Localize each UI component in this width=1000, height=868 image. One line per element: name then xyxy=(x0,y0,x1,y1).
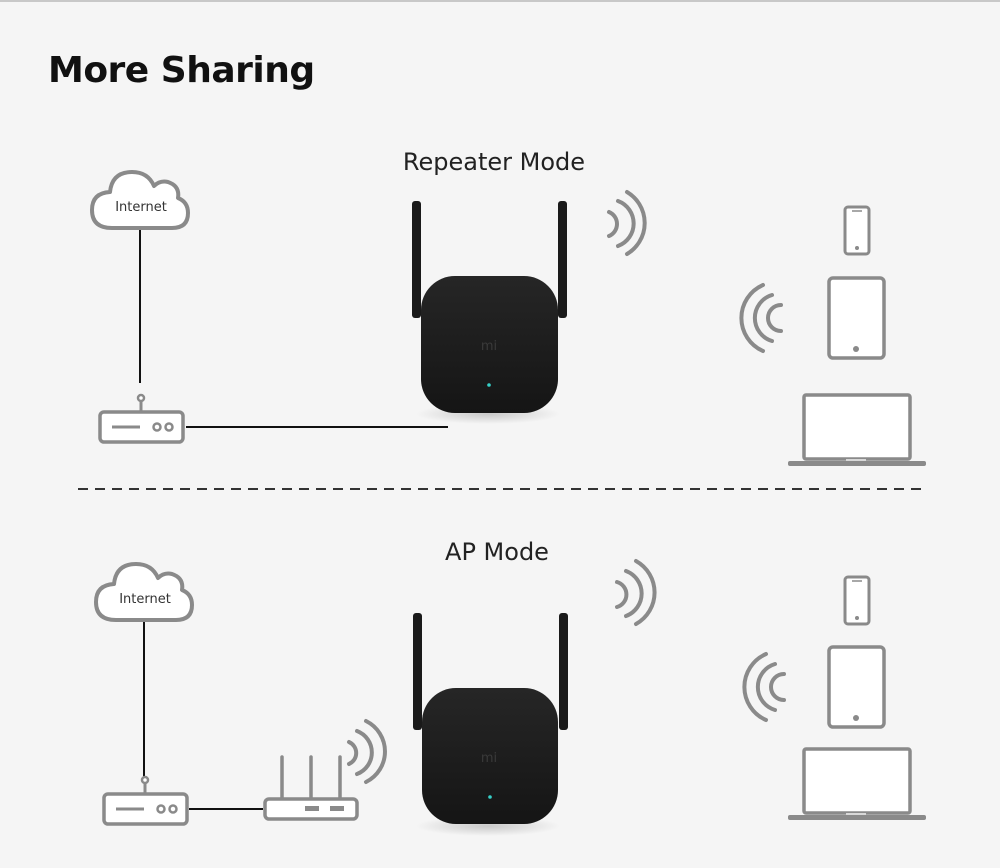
extender-device: mi xyxy=(413,613,568,836)
top-rule xyxy=(0,0,1000,2)
tablet-icon xyxy=(827,276,886,360)
wifi-waves-icon xyxy=(607,190,647,256)
ap-mode-section: Internet xyxy=(94,559,926,836)
cloud-label: Internet xyxy=(115,200,167,215)
extender-device: mi xyxy=(412,201,567,424)
cloud-icon: Internet xyxy=(90,170,190,230)
wifi-waves-icon xyxy=(742,652,786,722)
wifi-waves-icon xyxy=(347,719,387,784)
page-title: More Sharing xyxy=(48,50,315,91)
phone-icon xyxy=(843,205,871,256)
mi-logo: mi xyxy=(481,339,497,354)
repeater-mode-section: Internet mi xyxy=(90,170,926,466)
modem-icon xyxy=(102,775,189,826)
tablet-icon xyxy=(827,645,886,729)
wifi-waves-icon xyxy=(615,559,657,626)
modem-icon xyxy=(98,393,185,444)
cloud-label: Internet xyxy=(119,592,171,607)
status-led xyxy=(487,383,491,387)
repeater-mode-title: Repeater Mode xyxy=(402,148,586,176)
wifi-waves-icon xyxy=(739,283,783,353)
laptop-icon xyxy=(788,393,926,466)
phone-icon xyxy=(843,575,871,626)
router-icon xyxy=(263,755,359,821)
cloud-icon: Internet xyxy=(94,562,194,622)
status-led xyxy=(488,795,492,799)
ap-mode-title: AP Mode xyxy=(445,538,549,566)
laptop-icon xyxy=(788,747,926,820)
mi-logo: mi xyxy=(481,751,497,766)
